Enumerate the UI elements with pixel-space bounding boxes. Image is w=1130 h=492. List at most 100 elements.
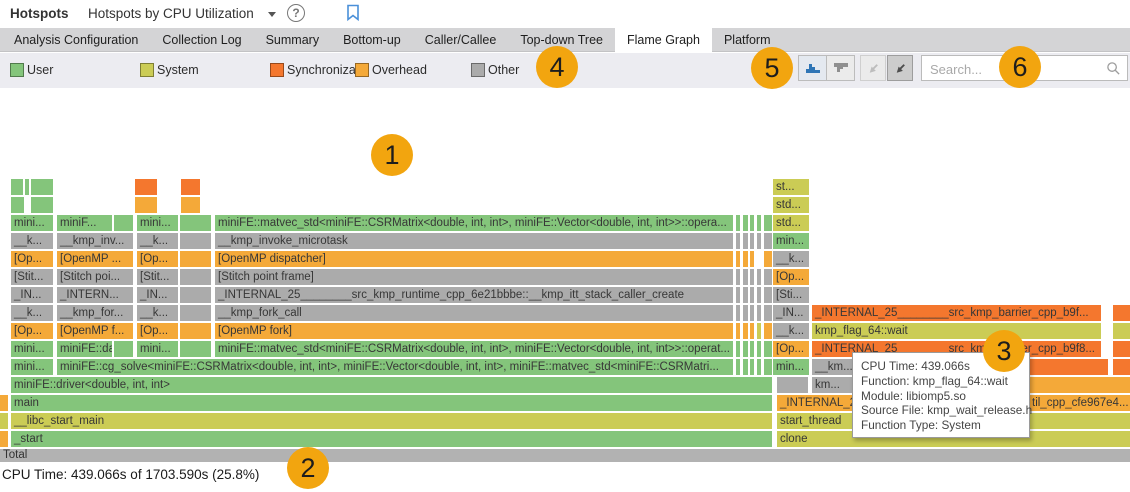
flame-bar[interactable] <box>757 215 761 231</box>
flame-bar[interactable] <box>1012 359 1108 375</box>
flame-bar[interactable] <box>11 197 24 213</box>
flame-view-button[interactable] <box>798 55 827 81</box>
flame-bar[interactable] <box>750 359 754 375</box>
flame-bar-sti[interactable]: [Sti... <box>773 287 809 303</box>
flame-bar-openmp-dispatcher[interactable]: [OpenMP dispatcher] <box>215 251 733 267</box>
flame-bar-minife-matvec-std-minife-csrmatrix-doubl[interactable]: miniFE::matvec_std<miniFE::CSRMatrix<dou… <box>215 215 733 231</box>
flame-bar-op[interactable]: [Op... <box>773 341 809 357</box>
flame-bar[interactable] <box>31 197 53 213</box>
flame-bar[interactable] <box>764 323 772 339</box>
flame-bar-openmp[interactable]: [OpenMP ... <box>57 251 133 267</box>
icicle-view-button[interactable] <box>826 55 855 81</box>
zoom-selection-button[interactable] <box>887 55 913 81</box>
viewpoint-selector[interactable]: Hotspots by CPU Utilization <box>88 6 254 21</box>
flame-bar-stit[interactable]: [Stit... <box>11 269 53 285</box>
flame-bar[interactable] <box>757 323 761 339</box>
flame-bar[interactable] <box>0 413 8 429</box>
flame-bar[interactable] <box>764 359 772 375</box>
flame-bar[interactable] <box>180 341 211 357</box>
flame-bar[interactable] <box>743 341 748 357</box>
flame-bar[interactable] <box>1012 377 1130 393</box>
flame-bar-in[interactable]: _IN... <box>773 305 809 321</box>
flame-bar-kmp-fork-call[interactable]: __kmp_fork_call <box>215 305 733 321</box>
tab-flame-graph[interactable]: Flame Graph <box>615 28 712 52</box>
flame-bar-min[interactable]: min... <box>773 359 809 375</box>
flame-bar[interactable] <box>764 251 772 267</box>
flame-bar[interactable] <box>1113 305 1130 321</box>
flame-bar-main[interactable]: main <box>11 395 772 411</box>
flame-bar-minif[interactable]: miniF... <box>57 215 112 231</box>
flame-bar[interactable] <box>736 323 740 339</box>
flame-bar[interactable] <box>743 269 748 285</box>
flame-bar-op[interactable]: [Op... <box>773 269 809 285</box>
flame-bar[interactable] <box>736 269 740 285</box>
flame-bar[interactable] <box>180 233 211 249</box>
flame-bar-kmp-invoke-microtask[interactable]: __kmp_invoke_microtask <box>215 233 733 249</box>
flame-bar-op[interactable]: [Op... <box>11 323 53 339</box>
flame-bar[interactable] <box>1113 323 1130 339</box>
flame-bar[interactable] <box>1113 359 1130 375</box>
flame-bar-op[interactable]: [Op... <box>11 251 53 267</box>
flame-bar[interactable] <box>180 305 211 321</box>
flame-bar-mini[interactable]: mini... <box>11 359 53 375</box>
flame-bar[interactable] <box>750 305 754 321</box>
flame-bar[interactable] <box>31 179 53 195</box>
flame-bar[interactable] <box>0 395 8 411</box>
flame-bar-st[interactable]: st... <box>773 179 809 195</box>
flame-bar[interactable] <box>180 215 211 231</box>
help-icon[interactable]: ? <box>287 4 305 22</box>
flame-bar-libc-start-main[interactable]: __libc_start_main <box>11 413 772 429</box>
flame-bar-minife-cg-solve-minife-csrmatrix-double-[interactable]: miniFE::cg_solve<miniFE::CSRMatrix<doubl… <box>57 359 733 375</box>
flame-bar[interactable] <box>135 197 157 213</box>
search-icon[interactable] <box>1106 61 1121 81</box>
flame-bar[interactable] <box>757 287 761 303</box>
flame-bar[interactable] <box>181 179 200 195</box>
flame-bar-in[interactable]: _IN... <box>11 287 53 303</box>
flame-bar[interactable] <box>135 179 157 195</box>
flame-bar-k[interactable]: __k... <box>137 233 178 249</box>
zoom-reset-button[interactable] <box>860 55 886 81</box>
flame-bar[interactable] <box>743 233 748 249</box>
flame-bar-op[interactable]: [Op... <box>137 323 178 339</box>
flame-bar-mini[interactable]: mini... <box>137 215 178 231</box>
flame-bar-mini[interactable]: mini... <box>11 341 53 357</box>
flame-bar[interactable] <box>114 215 133 231</box>
flame-bar[interactable] <box>757 341 761 357</box>
flame-bar[interactable] <box>180 287 211 303</box>
flame-bar[interactable] <box>757 359 761 375</box>
flame-bar-std[interactable]: std... <box>773 197 809 213</box>
flame-bar[interactable] <box>736 305 740 321</box>
flame-bar[interactable] <box>736 359 740 375</box>
flame-bar[interactable] <box>764 215 772 231</box>
flame-bar[interactable] <box>750 287 754 303</box>
flame-bar-total[interactable]: Total <box>0 449 1130 462</box>
flame-bar[interactable] <box>743 287 748 303</box>
flame-bar[interactable] <box>750 341 754 357</box>
flame-bar[interactable] <box>764 341 772 357</box>
flame-bar[interactable] <box>736 341 740 357</box>
flame-bar[interactable] <box>777 377 808 393</box>
flame-bar[interactable] <box>750 215 754 231</box>
flame-bar[interactable] <box>736 233 740 249</box>
flame-bar[interactable] <box>11 179 23 195</box>
flame-bar[interactable] <box>743 251 748 267</box>
flame-bar-minife-da[interactable]: miniFE::da... <box>57 341 112 357</box>
tab-analysis-configuration[interactable]: Analysis Configuration <box>14 33 139 47</box>
flame-bar-minife-matvec-std-minife-csrmatrix-doubl[interactable]: miniFE::matvec_std<miniFE::CSRMatrix<dou… <box>215 341 733 357</box>
flame-bar[interactable] <box>764 233 772 249</box>
flame-bar-openmp-f[interactable]: [OpenMP f... <box>57 323 133 339</box>
tab-summary[interactable]: Summary <box>265 33 320 47</box>
tab-platform[interactable]: Platform <box>723 33 771 47</box>
flame-bar[interactable] <box>743 215 748 231</box>
flame-bar-k[interactable]: __k... <box>773 251 809 267</box>
flame-bar[interactable] <box>1113 341 1130 357</box>
tab-caller-callee[interactable]: Caller/Callee <box>424 33 497 47</box>
flame-bar-in[interactable]: _IN... <box>137 287 178 303</box>
flame-bar[interactable] <box>743 323 748 339</box>
flame-bar[interactable] <box>736 287 740 303</box>
tab-bottom-up[interactable]: Bottom-up <box>343 33 401 47</box>
flame-bar-k[interactable]: __k... <box>137 305 178 321</box>
flame-bar[interactable] <box>764 287 772 303</box>
flame-bar[interactable] <box>764 269 772 285</box>
flame-bar-kmp-for[interactable]: __kmp_for... <box>57 305 133 321</box>
